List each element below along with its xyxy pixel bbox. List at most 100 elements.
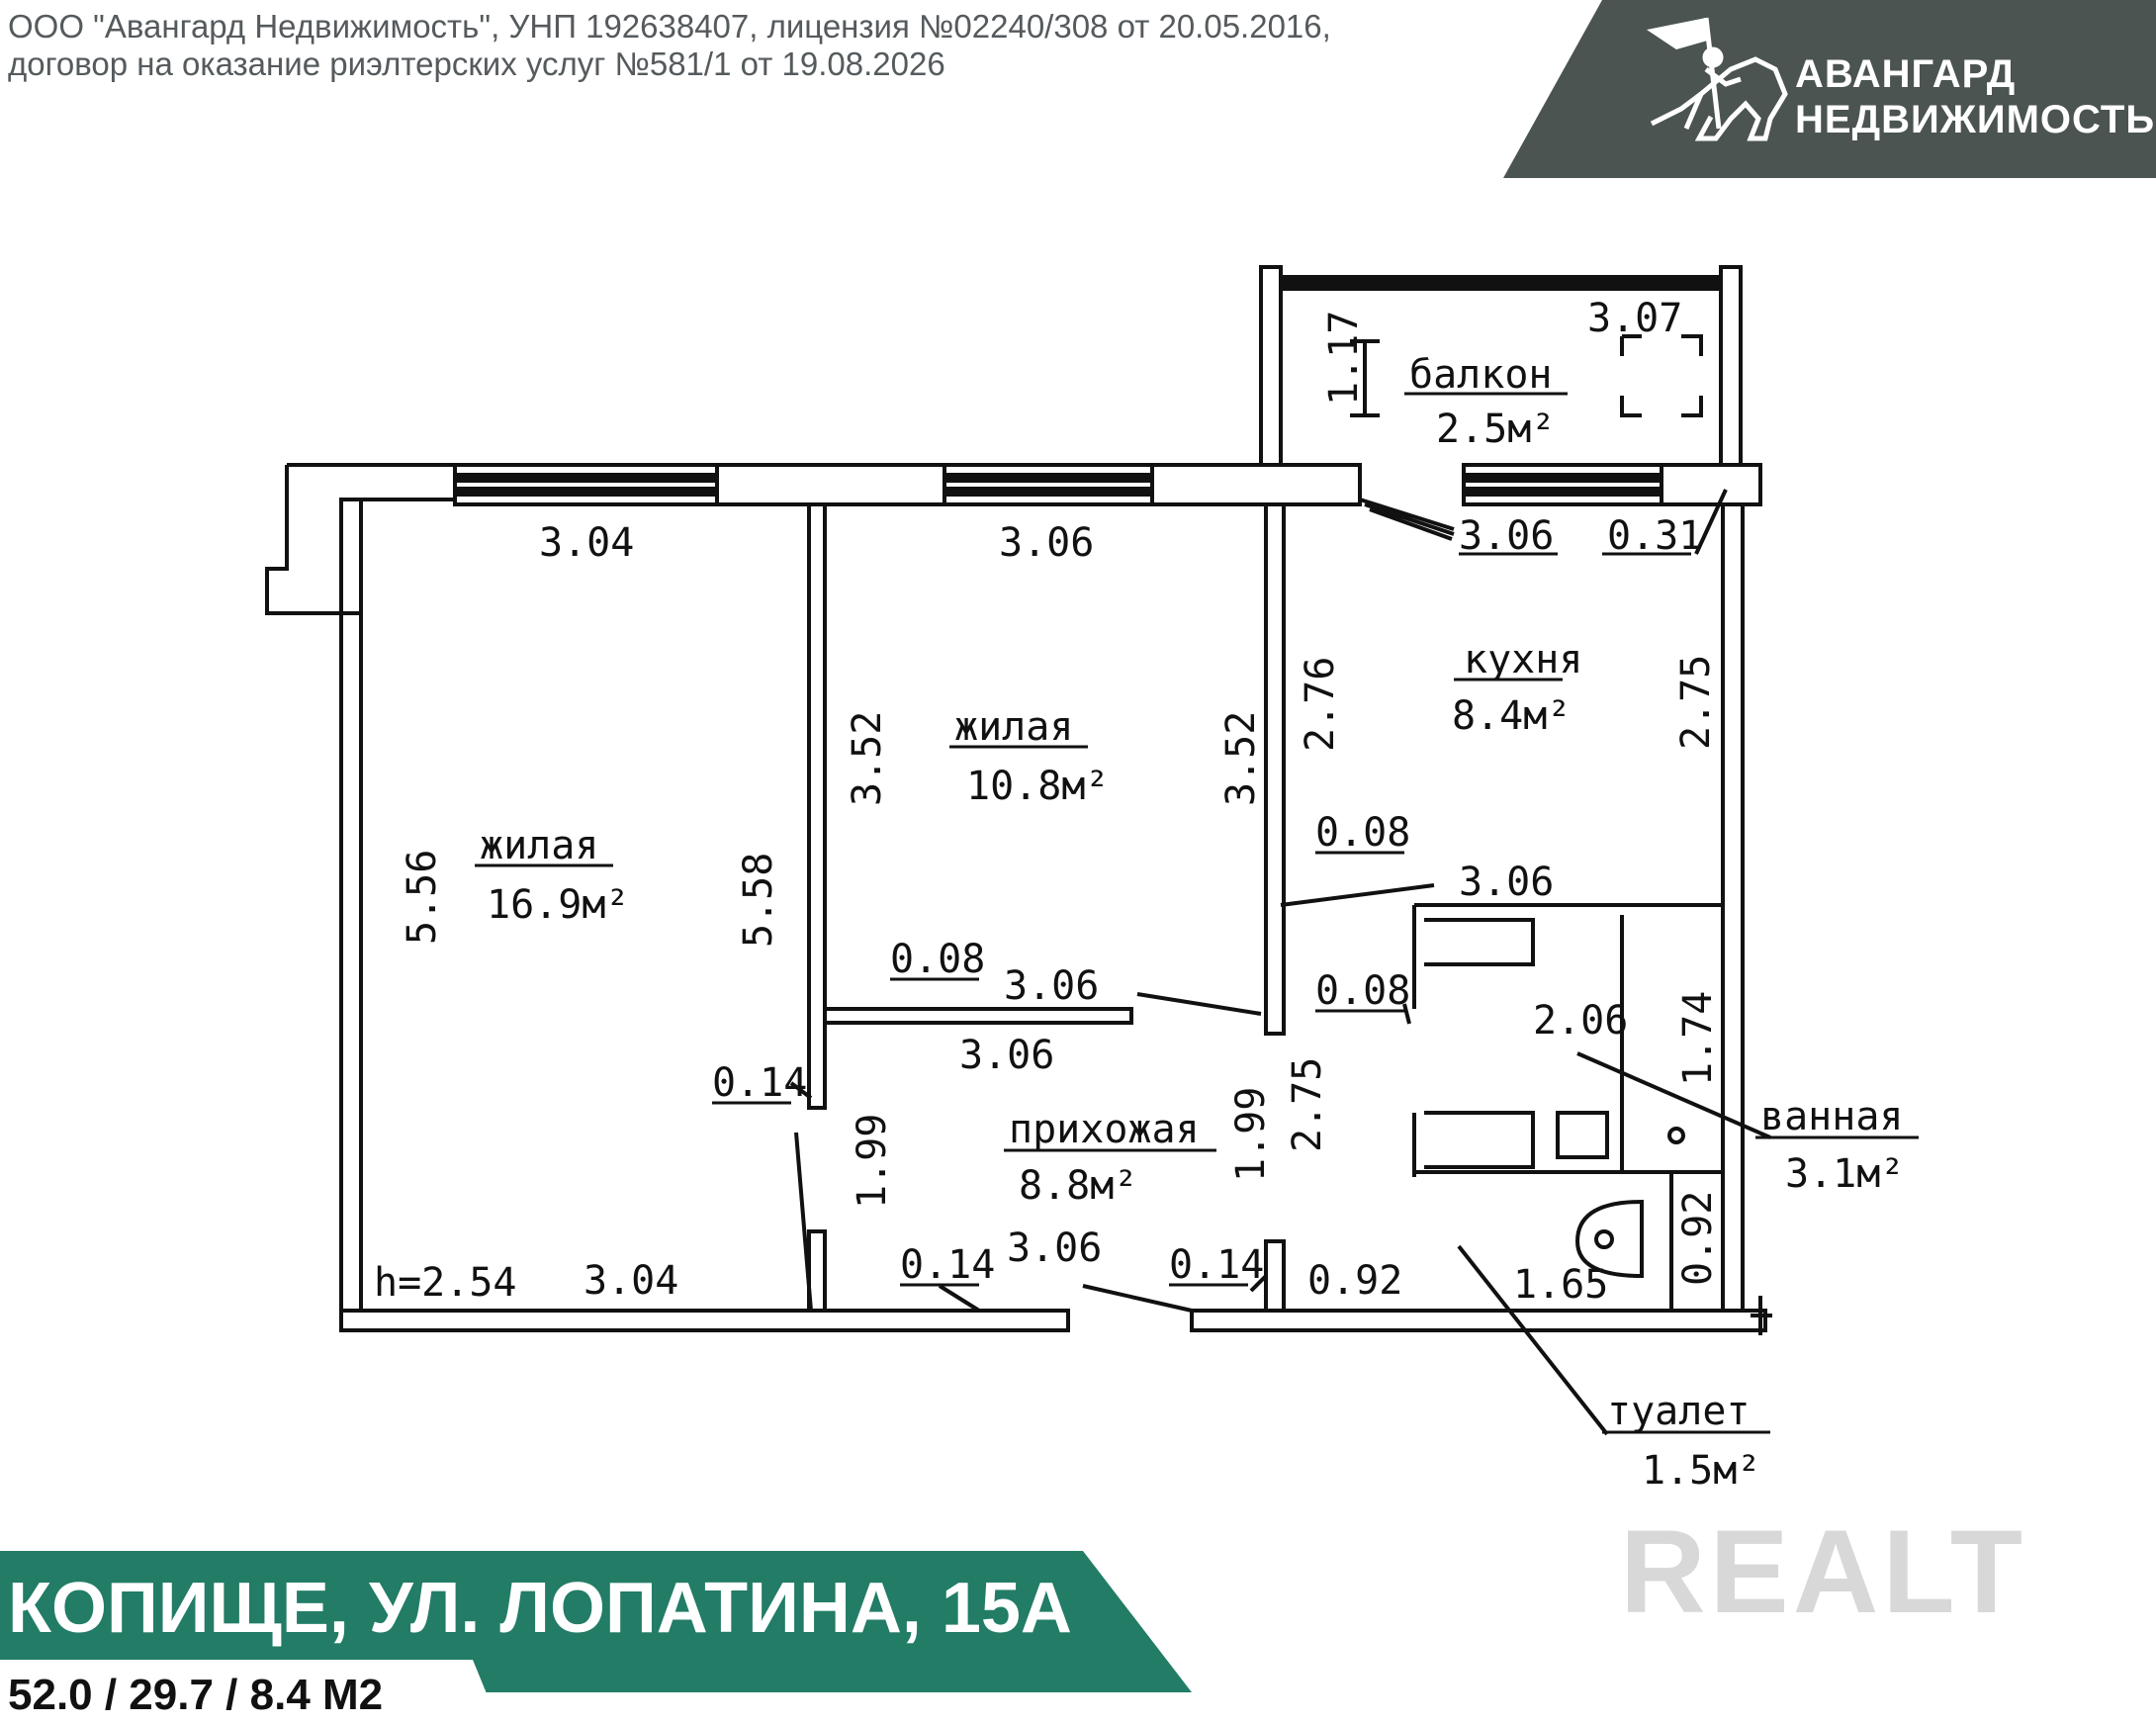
dim-352-left: 3.52	[845, 711, 890, 806]
legal-line-1: ООО "Авангард Недвижимость", УНП 1926384…	[8, 8, 1331, 45]
window-2	[944, 473, 1152, 483]
dim-306-hall-bottom: 3.06	[1007, 1226, 1102, 1271]
address-banner: КОПИЩЕ, УЛ. ЛОПАТИНА, 15А 52.0 / 29.7 / …	[0, 1551, 1197, 1725]
living1-name: жилая	[480, 823, 598, 868]
balcony-hatch	[1620, 334, 1703, 417]
brand-line-2: НЕДВИЖИМОСТЬ	[1795, 98, 2156, 141]
wall-living2-kitchen	[1264, 502, 1286, 1036]
wall-right	[1721, 498, 1745, 1313]
ceiling-height: h=2.54	[374, 1260, 517, 1306]
hall-area: 8.8м²	[1019, 1163, 1137, 1209]
wall-bottom-right	[1190, 1309, 1767, 1332]
corner-mark	[1751, 1296, 1772, 1335]
wall-living2-hall	[823, 1007, 1133, 1025]
dim-174: 1.74	[1675, 991, 1721, 1086]
dim-304-top: 3.04	[539, 520, 634, 566]
dim-306-kitchen-bottom: 3.06	[1459, 860, 1554, 905]
dim-306-hall-top: 3.06	[959, 1033, 1054, 1078]
bath-partitions	[1414, 915, 1723, 1311]
dim-092-bottom: 0.92	[1307, 1258, 1402, 1304]
dim-558: 5.58	[736, 853, 781, 948]
wall-corner	[265, 465, 361, 615]
dim-556: 5.56	[400, 850, 445, 945]
kitchen-name: кухня	[1464, 637, 1582, 682]
leader-wall	[794, 1132, 813, 1312]
dim-306-top: 3.06	[999, 520, 1094, 566]
knight-on-horse-icon	[1647, 17, 1788, 141]
dim-014-left: 0.14	[712, 1060, 807, 1106]
balcony-wall-right	[1719, 265, 1743, 467]
leader-014-left	[789, 1081, 813, 1100]
brand-panel: АВАНГАРД НЕДВИЖИМОСТЬ	[1503, 0, 2156, 178]
leader-toilet	[1457, 1244, 1609, 1436]
dim-307: 3.07	[1587, 296, 1682, 341]
bath-lower	[1412, 1111, 1535, 1177]
sink	[1556, 1111, 1609, 1159]
living2-area: 10.8м²	[966, 764, 1110, 809]
dim-306-kitchen-top: 3.06	[1459, 513, 1554, 559]
toilet-name: туалет	[1607, 1389, 1751, 1434]
dim-008-bath: 0.08	[1315, 968, 1410, 1014]
wall-top-4	[1150, 463, 1362, 506]
wall-top-1	[453, 463, 719, 506]
leader-031	[1694, 489, 1728, 555]
bath-name: ванная	[1760, 1094, 1904, 1139]
dim-199-hall: 1.99	[1228, 1087, 1274, 1182]
brand-name: АВАНГАРД НЕДВИЖИМОСТЬ	[1795, 51, 2155, 142]
living1-area: 16.9м²	[487, 882, 630, 928]
leader-bath-008	[1402, 1003, 1411, 1025]
balcony-door	[1359, 498, 1455, 541]
floor-plan: 3.04 3.06 3.06 0.31 3.07 балкон 2.5м² ку…	[265, 265, 1919, 1494]
balcony-rail	[1279, 275, 1723, 291]
toilet-bowl	[1574, 1199, 1644, 1279]
dim-031: 0.31	[1607, 513, 1702, 559]
leader-hall-306	[1082, 1284, 1193, 1313]
living2-name: жилая	[954, 704, 1073, 750]
dim-304-bottom: 3.04	[584, 1258, 678, 1304]
dim-275-kitchen: 2.75	[1673, 655, 1719, 750]
address-title: КОПИЩЕ, УЛ. ЛОПАТИНА, 15А	[8, 1569, 1072, 1648]
dim-306-living2-bottom: 3.06	[1004, 963, 1099, 1009]
bath-upper	[1412, 903, 1723, 1009]
leader-bath	[1576, 1051, 1771, 1139]
area-summary: 52.0 / 29.7 / 8.4 М2	[8, 1671, 384, 1719]
wall-left	[339, 498, 363, 1332]
wall-top-6	[1660, 463, 1762, 506]
dim-014-bottom: 0.14	[900, 1242, 995, 1288]
dim-275-hall: 2.75	[1285, 1057, 1330, 1152]
balcony-area: 2.5м²	[1436, 407, 1555, 452]
dim-117: 1.17	[1321, 311, 1367, 406]
wall-living1-living2	[807, 502, 827, 1110]
wall-bottom-left	[339, 1309, 1070, 1332]
balcony-dim	[1350, 339, 1380, 417]
hall-name: прихожая	[1009, 1107, 1200, 1152]
leader-014-right	[1249, 1274, 1268, 1293]
dim-008-kitchen: 0.08	[1315, 810, 1410, 856]
leader-kitchen-008	[1280, 883, 1435, 907]
kitchen-area: 8.4м²	[1452, 693, 1571, 739]
realt-watermark: REALT	[1620, 1505, 2027, 1638]
balcony-name: балкон	[1409, 352, 1553, 398]
toilet-area: 1.5м²	[1642, 1448, 1760, 1494]
leader-014-bottom	[938, 1284, 981, 1313]
legal-info: ООО "Авангард Недвижимость", УНП 1926384…	[8, 8, 1331, 83]
dim-206: 2.06	[1533, 998, 1628, 1044]
address-banner-background	[0, 1551, 1192, 1725]
window-3	[1464, 473, 1662, 483]
wall-top-2	[715, 463, 946, 506]
dim-014-right: 0.14	[1169, 1242, 1264, 1288]
dim-199-left: 1.99	[850, 1114, 895, 1209]
window-1	[455, 473, 717, 483]
legal-line-2: договор на оказание риэлтерских услуг №5…	[8, 45, 945, 82]
dim-092-toilet: 0.92	[1675, 1191, 1721, 1286]
dim-276: 2.76	[1298, 657, 1343, 752]
leader-living2-008	[1136, 992, 1262, 1016]
dim-165: 1.65	[1513, 1262, 1608, 1308]
bath-drain	[1667, 1127, 1685, 1144]
bath-area: 3.1м²	[1785, 1151, 1904, 1197]
brand-panel-background	[1503, 0, 2156, 178]
brand-line-1: АВАНГАРД	[1795, 52, 2017, 96]
dim-352-right: 3.52	[1218, 711, 1264, 806]
wall-hall-toilet-stub	[1264, 1239, 1286, 1313]
wall-top-3	[943, 463, 1154, 506]
